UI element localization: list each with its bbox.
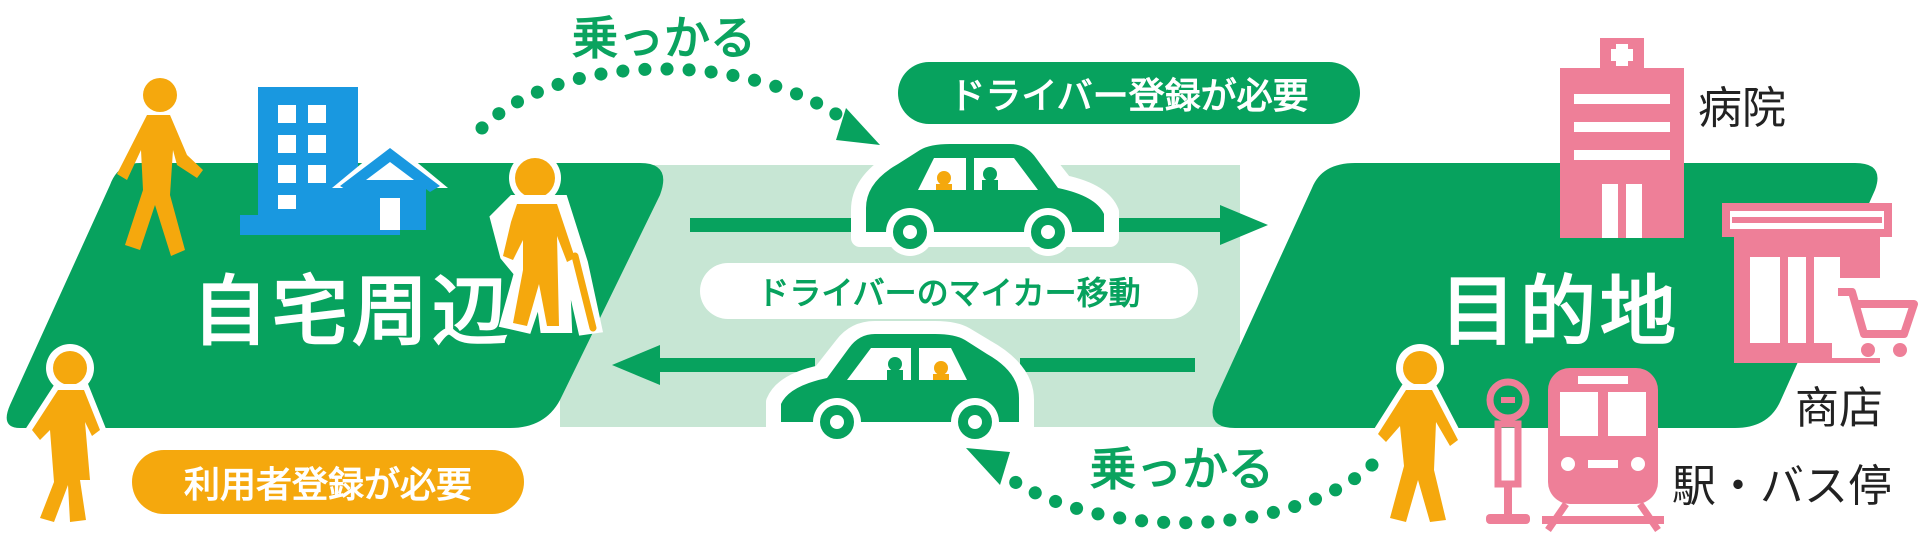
elderly-person-with-cane-icon	[489, 152, 604, 336]
arrow-right-head	[1220, 205, 1268, 245]
shop-label: 商店	[1795, 383, 1883, 434]
ride-arc-top-head	[836, 108, 880, 145]
ride-arc-bottom	[981, 455, 1379, 530]
ride-arc-top	[475, 62, 865, 137]
ride-label-top: 乗っかる	[572, 11, 756, 65]
car-icon	[851, 131, 1119, 256]
train-icon	[1542, 368, 1664, 532]
arrow-left-head	[612, 345, 660, 385]
driver-movement-badge: ドライバーのマイカー移動	[700, 263, 1198, 319]
walking-person-icon	[1370, 344, 1466, 530]
user-registration-badge: 利用者登録が必要	[132, 450, 524, 514]
ride-arc-bottom-head	[966, 448, 1010, 485]
home-area-label: 自宅周辺	[192, 267, 512, 356]
station-bus-label: 駅・バス停	[1672, 461, 1892, 512]
destination-area-shape	[1212, 163, 1878, 428]
hospital-label: 病院	[1698, 83, 1786, 134]
walking-person-icon	[24, 344, 108, 530]
ride-label-bottom: 乗っかる	[1090, 442, 1274, 496]
driver-registration-badge: ドライバー登録が必要	[898, 62, 1360, 124]
car-icon	[766, 321, 1034, 446]
house-icon	[332, 140, 448, 230]
bus-stop-sign-icon	[1486, 378, 1530, 524]
shopping-cart-icon	[1832, 278, 1918, 358]
walking-person-icon	[117, 78, 203, 256]
destination-label: 目的地	[1440, 267, 1680, 356]
hospital-icon	[1560, 38, 1684, 238]
